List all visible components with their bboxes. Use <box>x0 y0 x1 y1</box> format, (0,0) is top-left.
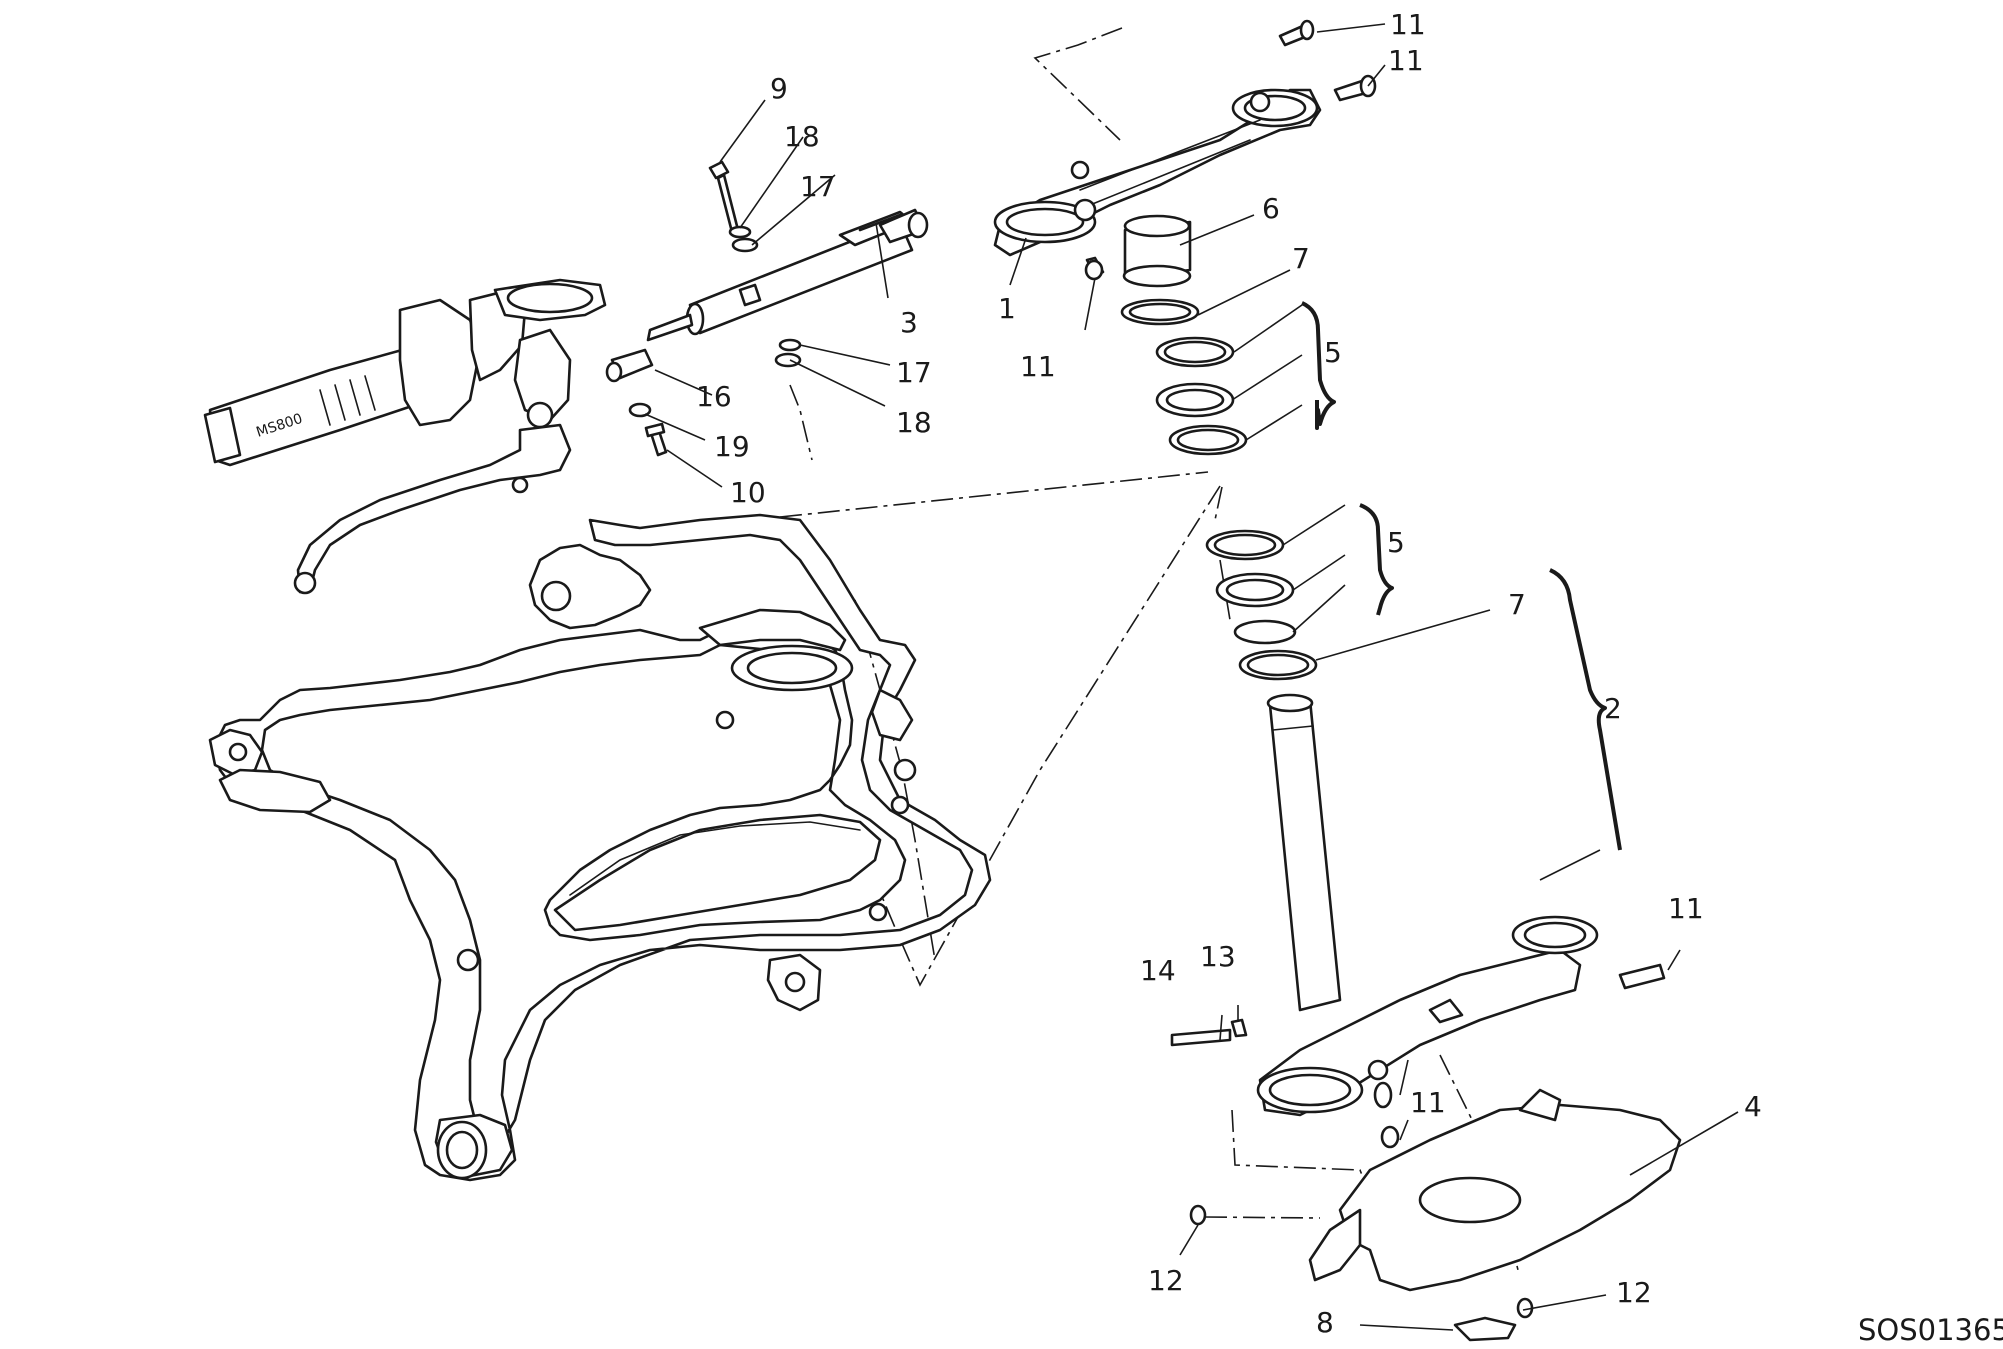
leader-lines <box>644 23 1739 1331</box>
handlebar-assembly: MS800 <box>203 278 607 595</box>
callout-4: 4 <box>1744 1090 1762 1123</box>
callout-13: 13 <box>1200 940 1236 973</box>
upper-stem-parts <box>1120 214 1248 456</box>
callout-8: 8 <box>1316 1306 1334 1339</box>
damper-hardware <box>628 160 802 457</box>
top-triple-clamp <box>993 88 1322 257</box>
callout-16: 16 <box>696 380 732 413</box>
cap <box>1453 1316 1517 1342</box>
callout-12-left: 12 <box>1148 1264 1184 1297</box>
callout-11-top: 11 <box>1390 8 1426 41</box>
callout-2: 2 <box>1604 692 1622 725</box>
callout-1: 1 <box>998 292 1016 325</box>
drawing-code: SOS01365 <box>1858 1313 2003 1347</box>
grip-ribs <box>319 375 376 426</box>
lower-stem-parts <box>1205 529 1318 681</box>
callout-3: 3 <box>900 306 918 339</box>
callout-17-bottom: 17 <box>896 356 932 389</box>
callout-17-top: 17 <box>800 170 836 203</box>
callout-11-lower: 11 <box>1410 1086 1446 1119</box>
callout-7-lower: 7 <box>1508 588 1526 621</box>
steering-stem <box>1266 693 1342 1012</box>
callout-5-lower: 5 <box>1387 526 1405 559</box>
callout-14: 14 <box>1140 954 1176 987</box>
callout-18-bottom: 18 <box>896 406 932 439</box>
callout-11-lower-right: 11 <box>1668 892 1704 925</box>
motorcycle-frame <box>208 513 992 1182</box>
steering-damper <box>605 208 929 383</box>
callout-12-right: 12 <box>1616 1276 1652 1309</box>
callout-11-clamp: 11 <box>1020 350 1056 383</box>
callout-numbers: 11 11 1 11 6 7 5 5 7 2 11 14 13 11 4 12 … <box>696 8 1762 1339</box>
callout-11-top-right: 11 <box>1388 44 1424 77</box>
callout-19: 19 <box>714 430 750 463</box>
callout-6: 6 <box>1262 192 1280 225</box>
callout-7-upper: 7 <box>1292 242 1310 275</box>
callout-10: 10 <box>730 476 766 509</box>
lower-triple-clamp <box>1256 915 1599 1117</box>
bottom-shield <box>1308 1088 1682 1292</box>
callout-5-upper: 5 <box>1324 336 1342 369</box>
callout-18-top: 18 <box>784 120 820 153</box>
braces <box>1301 301 1622 851</box>
callout-9: 9 <box>770 72 788 105</box>
